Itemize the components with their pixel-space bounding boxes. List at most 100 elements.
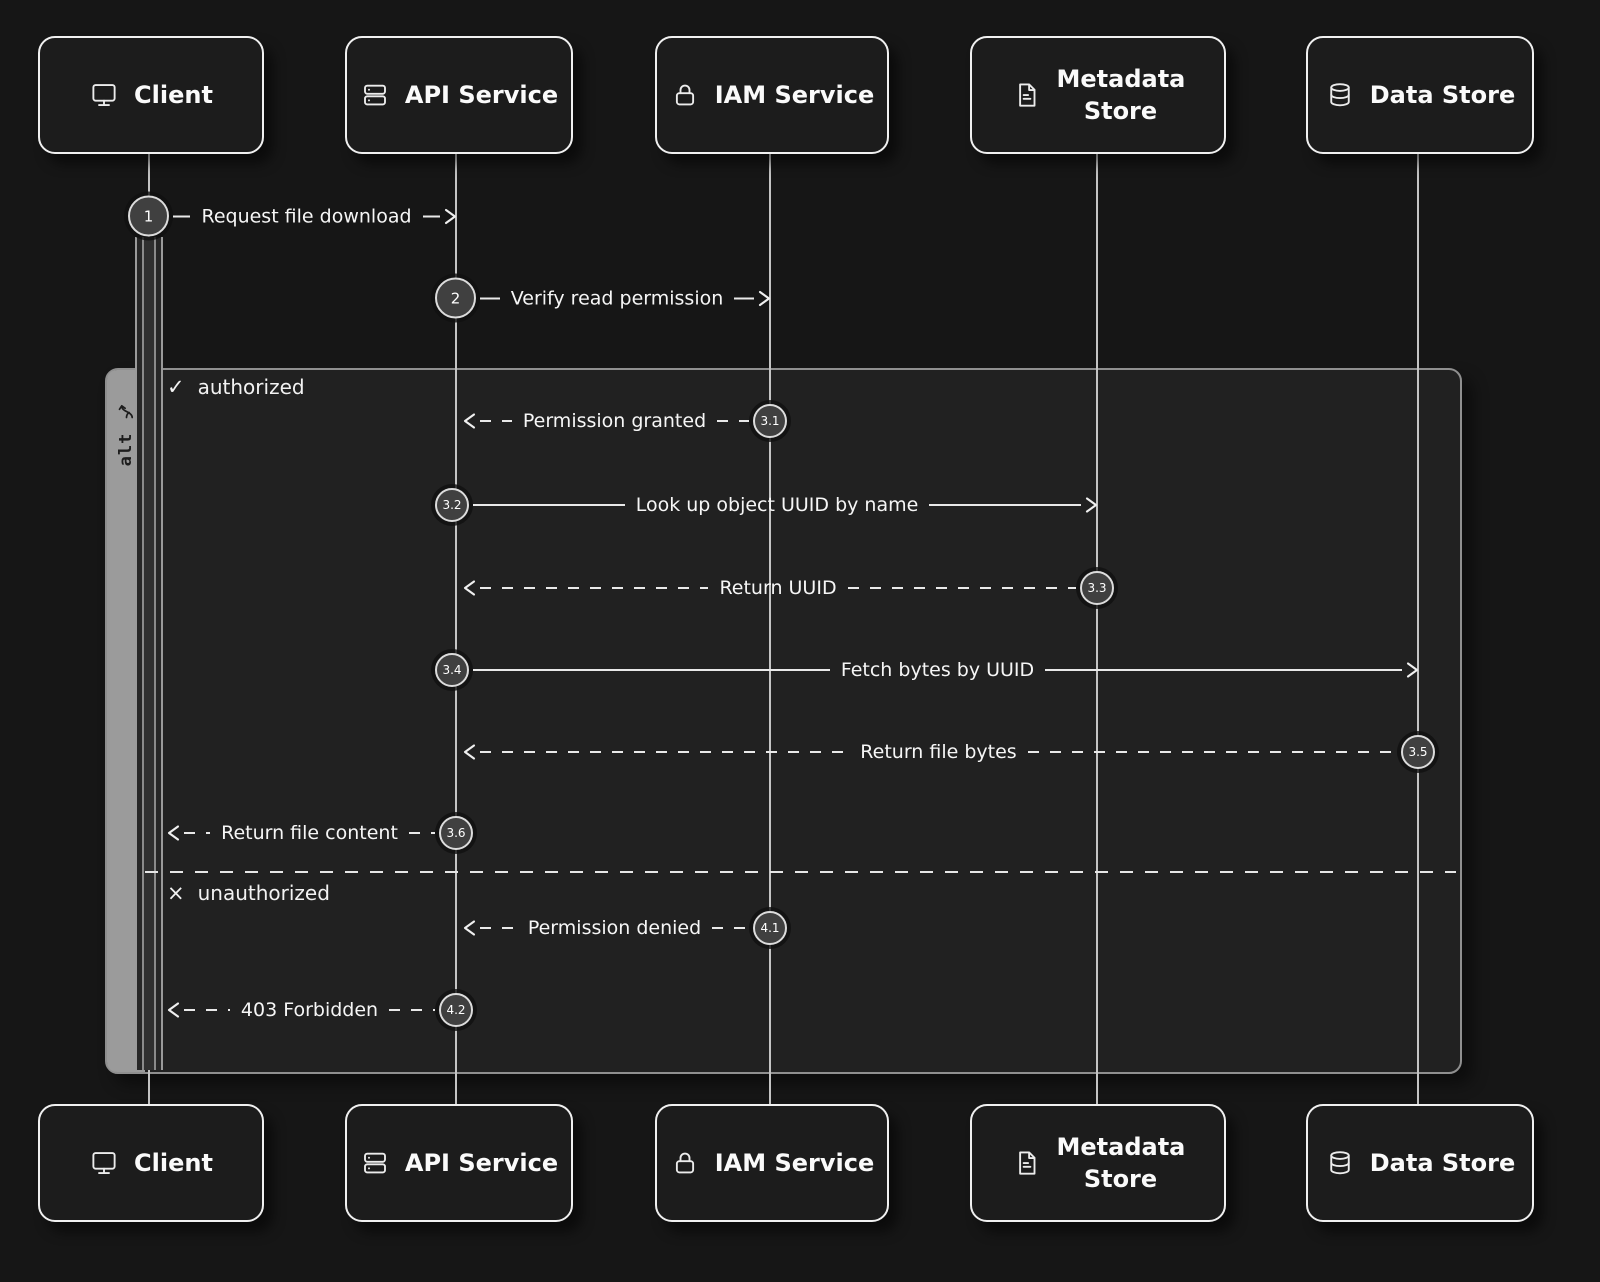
cross-icon: × xyxy=(167,880,185,905)
seq-number-badge: 3.1 xyxy=(753,404,787,438)
seq-number-badge: 3.6 xyxy=(439,816,473,850)
actor-iam-service-bottom: IAM Service xyxy=(655,1104,889,1222)
message-line xyxy=(480,297,500,299)
message-3-6: Return file content 3.6 xyxy=(164,816,473,850)
message-line xyxy=(408,832,435,834)
seq-number-badge: 3.5 xyxy=(1401,735,1436,769)
section-label-text: authorized xyxy=(197,375,305,399)
message-label: Request file download xyxy=(201,205,412,227)
monitor-icon xyxy=(89,80,119,110)
actor-label: Client xyxy=(134,81,213,109)
message-line xyxy=(1027,751,1398,753)
actor-label: Client xyxy=(134,1149,213,1177)
message-line xyxy=(184,1009,230,1011)
lock-icon xyxy=(670,80,700,110)
document-icon xyxy=(1012,1148,1042,1178)
actor-data-store-top: Data Store xyxy=(1306,36,1534,154)
arrowhead-right-icon xyxy=(440,206,460,226)
arrowhead-left-icon xyxy=(164,1000,184,1020)
server-icon xyxy=(360,80,390,110)
arrowhead-right-icon xyxy=(754,288,774,308)
message-4-2: 403 Forbidden 4.2 xyxy=(164,993,473,1027)
seq-number-badge: 3.4 xyxy=(435,653,469,687)
seq-number-badge: 1 xyxy=(128,195,169,237)
message-label: Return file bytes xyxy=(860,741,1017,763)
seq-number-badge: 3.2 xyxy=(435,488,469,522)
message-3-3: Return UUID 3.3 xyxy=(460,571,1115,605)
message-label: Permission granted xyxy=(522,410,707,432)
message-line xyxy=(480,751,850,753)
actor-label: Metadata Store xyxy=(1056,1132,1186,1193)
message-line xyxy=(473,669,830,671)
seq-number-badge: 3.3 xyxy=(1080,571,1115,605)
message-line xyxy=(847,587,1077,589)
lock-icon xyxy=(670,1148,700,1178)
message-line xyxy=(480,587,709,589)
check-icon: ✓ xyxy=(167,374,185,399)
arrowhead-right-icon xyxy=(1081,495,1101,515)
message-line xyxy=(389,1009,435,1011)
actor-metadata-store-bottom: Metadata Store xyxy=(970,1104,1226,1222)
alt-section-unauthorized: × unauthorized xyxy=(167,881,330,905)
message-line xyxy=(734,297,754,299)
database-icon xyxy=(1325,80,1355,110)
actor-label: API Service xyxy=(404,81,559,109)
arrowhead-left-icon xyxy=(460,578,480,598)
arrowhead-left-icon xyxy=(164,823,184,843)
actor-client-bottom: Client xyxy=(38,1104,264,1222)
monitor-icon xyxy=(89,1148,119,1178)
arrowhead-left-icon xyxy=(460,411,480,431)
message-line xyxy=(929,504,1081,506)
section-label-text: unauthorized xyxy=(197,881,330,905)
message-line xyxy=(422,215,441,217)
actor-api-service-top: API Service xyxy=(345,36,573,154)
message-label: Fetch bytes by UUID xyxy=(840,659,1035,681)
message-2: 2 Verify read permission xyxy=(435,277,771,319)
arrowhead-left-icon xyxy=(460,918,480,938)
actor-data-store-bottom: Data Store xyxy=(1306,1104,1534,1222)
message-label: Permission denied xyxy=(527,917,702,939)
actor-client-top: Client xyxy=(38,36,264,154)
alt-frame: alt xyxy=(105,368,1462,1074)
document-icon xyxy=(1012,80,1042,110)
lifeline-iam-service xyxy=(769,150,771,1106)
message-label: Verify read permission xyxy=(510,287,724,309)
message-label: Return file content xyxy=(221,822,398,844)
message-line xyxy=(712,927,749,929)
seq-number-badge: 4.2 xyxy=(439,993,473,1027)
actor-label: Metadata Store xyxy=(1056,64,1186,125)
seq-number-badge: 2 xyxy=(435,277,476,319)
actor-label: API Service xyxy=(404,1149,559,1177)
message-1: 1 Request file download xyxy=(128,195,457,237)
lifeline-data-store xyxy=(1417,150,1419,1106)
alt-section-divider xyxy=(145,871,1456,873)
message-line xyxy=(173,215,191,217)
message-label: Return UUID xyxy=(719,577,837,599)
lifeline-api-service xyxy=(455,150,457,1106)
message-line xyxy=(184,832,211,834)
alt-section-authorized: ✓ authorized xyxy=(167,375,305,399)
actor-label: IAM Service xyxy=(714,81,875,109)
lifeline-metadata-store xyxy=(1096,150,1098,1106)
seq-number-badge: 4.1 xyxy=(753,911,787,945)
actor-metadata-store-top: Metadata Store xyxy=(970,36,1226,154)
actor-label: Data Store xyxy=(1369,81,1516,109)
actor-api-service-bottom: API Service xyxy=(345,1104,573,1222)
message-line xyxy=(480,927,517,929)
activation-bar-inner xyxy=(142,237,156,1070)
message-3-1: Permission granted 3.1 xyxy=(460,404,787,438)
message-line xyxy=(717,420,749,422)
arrowhead-right-icon xyxy=(1402,660,1422,680)
arrowhead-left-icon xyxy=(460,742,480,762)
database-icon xyxy=(1325,1148,1355,1178)
message-3-4: 3.4 Fetch bytes by UUID xyxy=(435,653,1419,687)
message-3-2: 3.2 Look up object UUID by name xyxy=(435,488,1098,522)
message-3-5: Return file bytes 3.5 xyxy=(460,735,1436,769)
server-icon xyxy=(360,1148,390,1178)
actor-iam-service-top: IAM Service xyxy=(655,36,889,154)
message-line xyxy=(480,420,512,422)
message-label: 403 Forbidden xyxy=(240,999,379,1021)
actor-label: Data Store xyxy=(1369,1149,1516,1177)
message-4-1: Permission denied 4.1 xyxy=(460,911,787,945)
